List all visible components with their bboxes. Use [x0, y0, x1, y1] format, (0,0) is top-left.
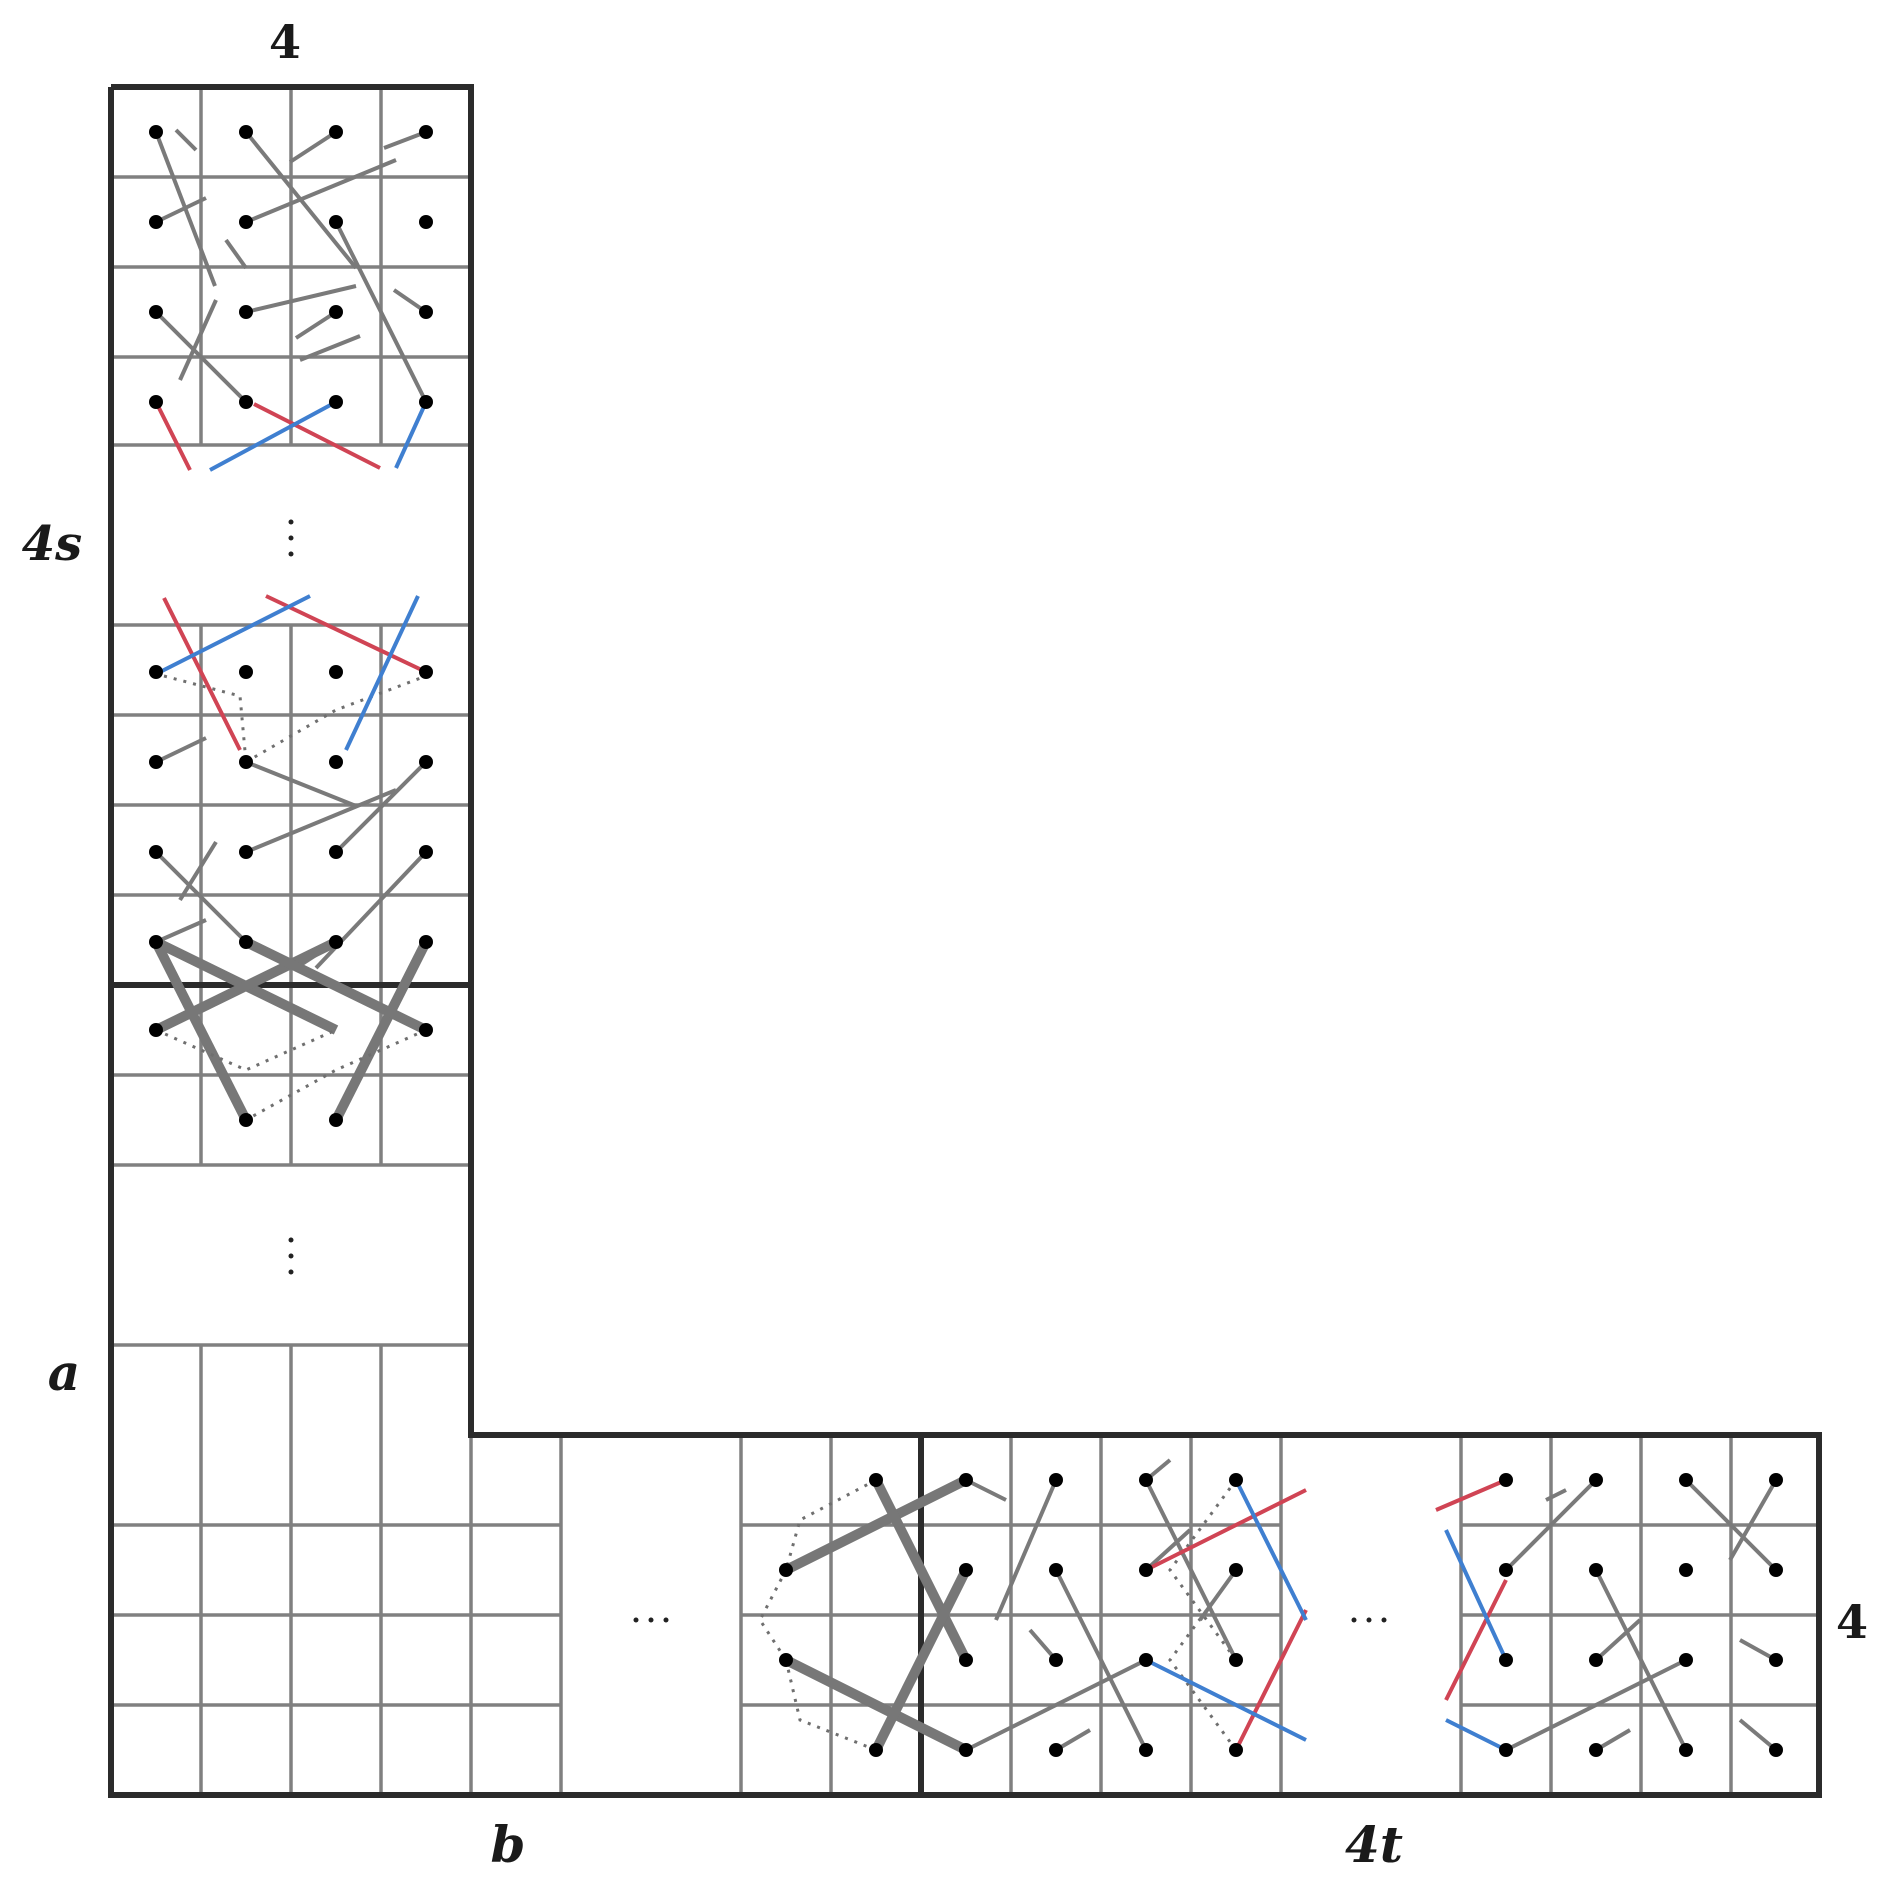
horizontal-arm-grid: [111, 1435, 1819, 1795]
second-block-blue-strands: [159, 594, 420, 751]
second-block-thick-strands: [151, 937, 431, 1123]
right-block-vertices: [1499, 1473, 1783, 1757]
right-block-red-strands: [1435, 1478, 1508, 1701]
right-block-blue-strands: [1444, 1529, 1508, 1752]
label-left-height: 4s: [22, 516, 82, 572]
middle-block-strands: [965, 1458, 1238, 1752]
label-right-height: 4: [1836, 1595, 1868, 1649]
middle-block-dotted: [758, 1478, 1238, 1752]
middle-block-vertices: [779, 1473, 1243, 1757]
second-block-vertices: [149, 665, 433, 1127]
middle-block-thick-strands: [783, 1475, 971, 1755]
top-block-vertices: [149, 125, 433, 409]
vertical-ellipsis-lower: [288, 1237, 294, 1275]
second-block-dotted: [163, 674, 427, 764]
horizontal-ellipsis-left: [633, 1617, 669, 1623]
label-top-width: 4: [269, 15, 301, 69]
label-a: a: [48, 1343, 80, 1402]
second-block-dotted-lower: [155, 1028, 427, 1122]
vertical-arm-grid: [111, 87, 471, 1435]
top-block-strands: [154, 128, 428, 404]
outer-border: [108, 84, 1822, 1798]
label-b: b: [491, 1815, 526, 1874]
vertical-ellipsis-upper: [288, 519, 294, 557]
middle-block-blue-strands: [1145, 1479, 1308, 1742]
label-bottom-width: 4t: [1345, 1815, 1403, 1874]
middle-block-red-strands: [1145, 1488, 1308, 1751]
top-block-red-strands: [154, 401, 381, 471]
second-block-red-strands: [162, 594, 427, 751]
top-block-blue-strands: [209, 400, 428, 472]
horizontal-ellipsis-right: [1351, 1617, 1387, 1623]
